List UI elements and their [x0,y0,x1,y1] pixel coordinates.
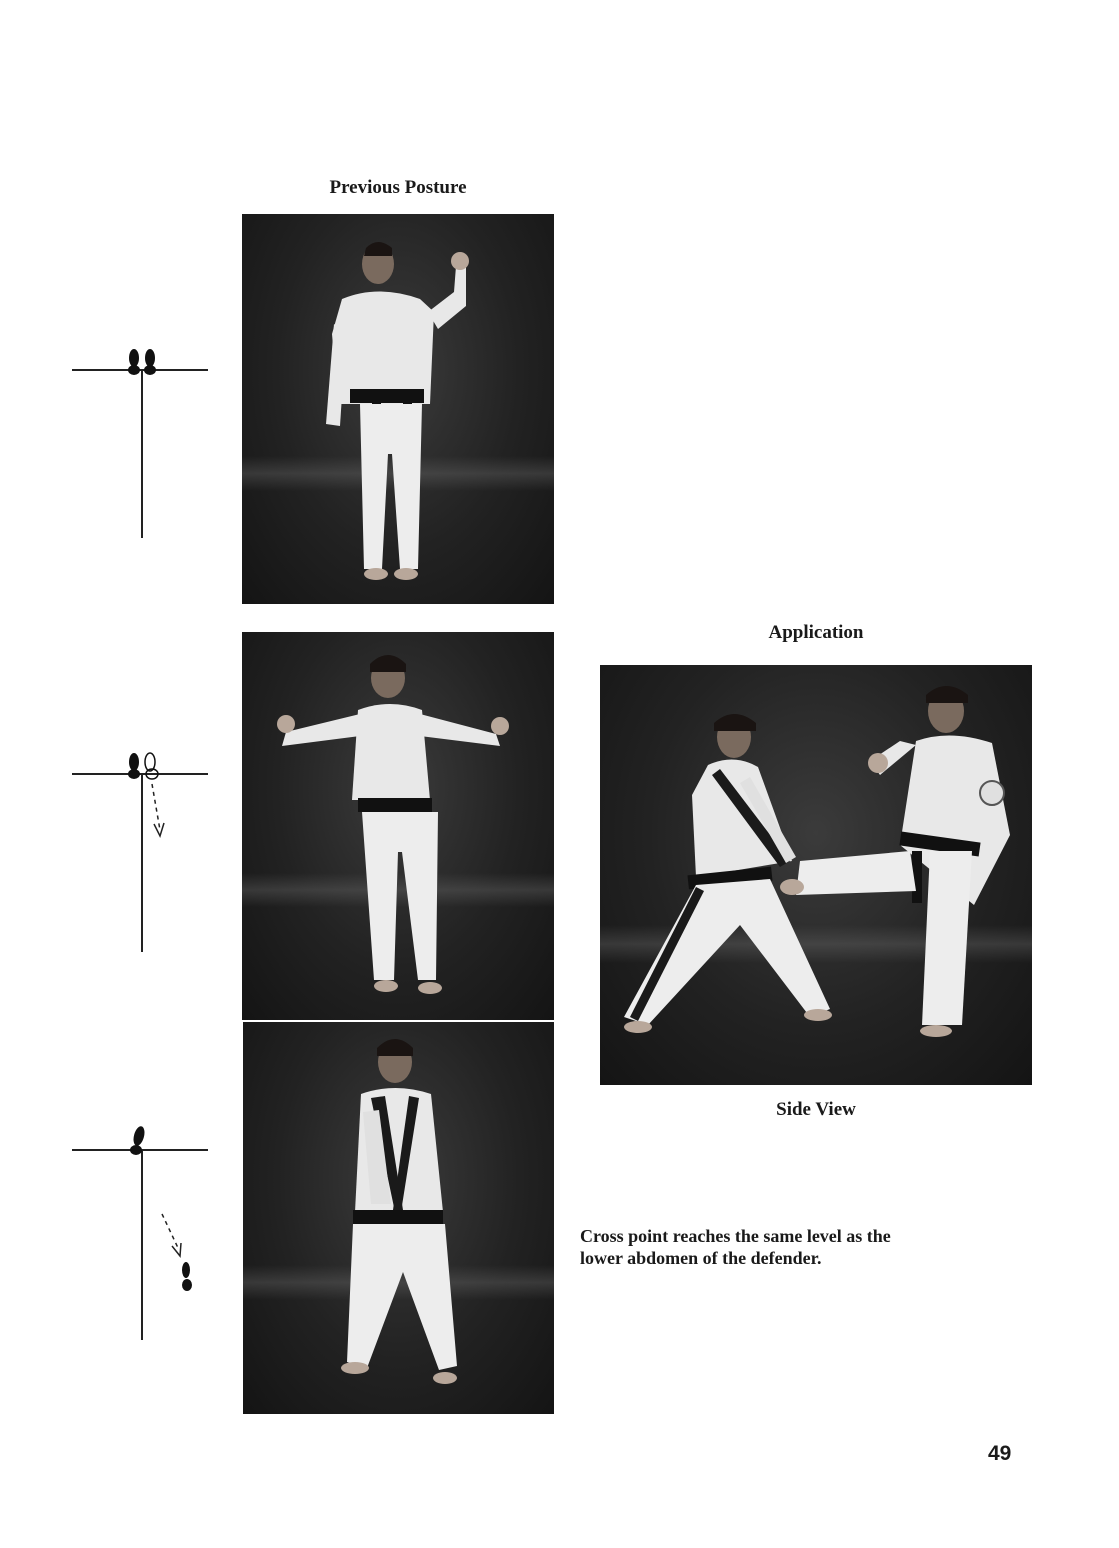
side-view-heading: Side View [776,1099,856,1120]
foot-solid-icon [128,753,140,779]
martial-artist-figure [341,1039,457,1384]
application-photo [600,665,1032,1085]
martial-artist-figure [277,655,509,994]
martial-artist-figure [326,242,469,580]
previous-posture-photo [242,214,554,604]
caption-line-2: lower abdomen of the defender. [580,1248,822,1268]
footwork-diagram-2 [72,752,208,952]
dashed-arrow-icon [161,1213,182,1258]
footwork-diagram-1 [72,349,208,538]
foot-front-icon [130,1126,145,1155]
foot-back-icon [182,1262,192,1291]
defender-figure [624,714,832,1033]
caption-line-1: Cross point reaches the same level as th… [580,1226,891,1246]
step-three-photo [243,1022,554,1414]
application-heading: Application [768,622,864,643]
attacker-figure [780,686,1010,1037]
foot-outline-icon [144,752,159,780]
foot-left-icon [128,349,140,375]
application-caption: Cross point reaches the same level as th… [580,1225,1000,1269]
footwork-diagram-3 [72,1126,208,1340]
foot-right-icon [144,349,156,375]
step-two-photo [242,632,554,1020]
previous-posture-heading: Previous Posture [329,177,467,198]
page-number: 49 [988,1442,1012,1465]
dashed-arrow-icon [151,783,165,839]
